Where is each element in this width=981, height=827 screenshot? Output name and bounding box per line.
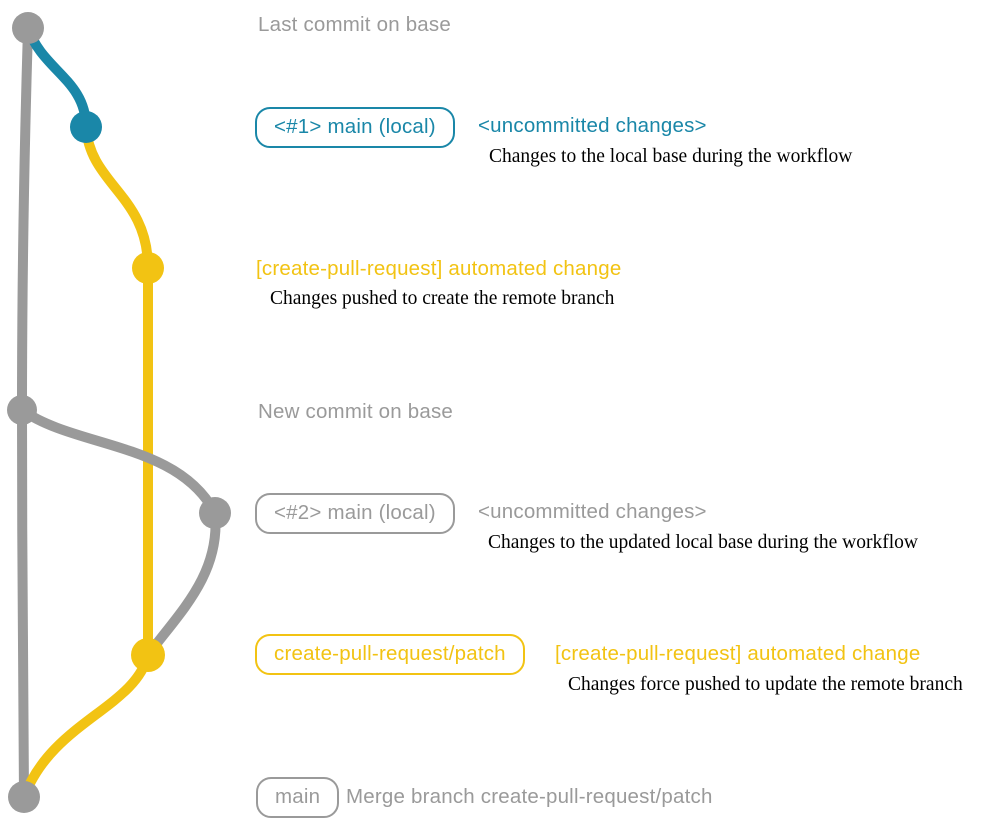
branch-badge-main-local-2: <#2> main (local) [255, 493, 455, 534]
commit-label-automated-2: [create-pull-request] automated change [555, 642, 921, 665]
branch-badge-main-local-1: <#1> main (local) [255, 107, 455, 148]
branch-badge-main: main [256, 777, 340, 818]
commit-node-merge [8, 781, 40, 813]
commit-node-automated-2 [131, 638, 165, 672]
updated-local-branch-in-line [143, 508, 221, 660]
patch-branch-out-line [81, 122, 153, 273]
commit-node-last-base [12, 12, 44, 44]
merge-line [19, 650, 153, 802]
commit-node-uncommitted-2 [199, 497, 231, 529]
commit-node-automated-1 [132, 252, 164, 284]
commit-label-uncommitted-1: <uncommitted changes> [478, 114, 707, 137]
commit-node-uncommitted-1 [70, 111, 102, 143]
note-uncommitted-1: Changes to the local base during the wor… [489, 146, 853, 167]
note-uncommitted-2: Changes to the updated local base during… [488, 532, 918, 553]
commit-label-uncommitted-2: <uncommitted changes> [478, 500, 707, 523]
commit-label-merge: Merge branch create-pull-request/patch [346, 785, 713, 808]
updated-local-branch-out-line [17, 405, 220, 518]
branch-badge-patch: create-pull-request/patch [255, 634, 525, 675]
note-automated-1: Changes pushed to create the remote bran… [270, 288, 615, 309]
commit-label-automated-1: [create-pull-request] automated change [256, 257, 622, 280]
note-automated-2: Changes force pushed to update the remot… [568, 674, 963, 695]
commit-graph [7, 12, 231, 813]
caption-last-commit-on-base: Last commit on base [258, 13, 451, 36]
commit-node-new-base [7, 395, 37, 425]
caption-new-commit-on-base: New commit on base [258, 400, 454, 423]
local-main-branch-line [23, 23, 91, 132]
